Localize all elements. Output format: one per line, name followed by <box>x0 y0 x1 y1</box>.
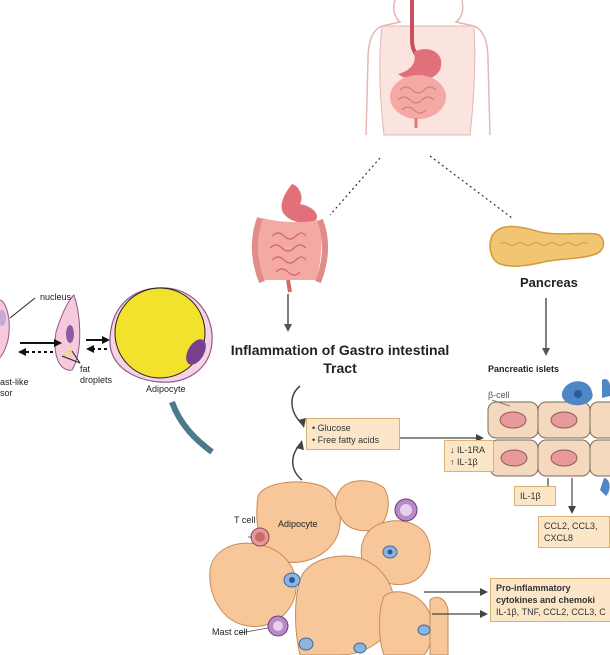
nutrient-flow-arrows <box>291 385 484 481</box>
label-adipocyte-tissue: Adipocyte <box>278 519 318 529</box>
label-precursor: ast-like sor <box>0 377 29 398</box>
arrow-pancreas-down <box>542 298 550 356</box>
proinflammatory-title: Pro-inflammatory cytokines and chemoki <box>496 583 596 605</box>
label-adipocyte-cell: Adipocyte <box>146 384 186 394</box>
adipocyte-cell-icon <box>109 287 213 383</box>
connector-body-pancreas <box>429 155 513 219</box>
il1b-change: ↑ IL-1β <box>450 457 478 467</box>
il1ra-change: ↓ IL-1RA <box>450 445 486 455</box>
preadipocyte-cells <box>0 294 81 371</box>
label-mast-cell: Mast cell <box>212 627 248 637</box>
gi-tract-icon <box>251 184 329 293</box>
connector-body-gut <box>329 157 381 216</box>
label-pancreas: Pancreas <box>520 275 578 290</box>
arrow-gut-down <box>284 294 292 332</box>
il1b-box: IL-1β <box>514 486 556 506</box>
pancreatic-islet-cells <box>487 379 610 514</box>
nutrients-box: • Glucose • Free fatty acids <box>306 418 400 450</box>
cytokine-output-arrows <box>424 588 488 618</box>
label-nucleus: nucleus <box>40 292 72 302</box>
islet-chemokines-box: CCL2, CCL3, CXCL8 <box>538 516 610 548</box>
nutrient-glucose: • Glucose <box>312 423 351 433</box>
label-inflammation-title: Inflammation of Gastro intestinal Tract <box>230 342 450 376</box>
pancreas-icon <box>489 225 605 267</box>
proinflammatory-list: IL-1β, TNF, CCL2, CCL3, C <box>496 607 606 617</box>
adipose-tissue <box>209 480 449 655</box>
label-beta-cell: β-cell <box>488 390 510 400</box>
differentiation-arrows <box>18 336 110 356</box>
label-pancreatic-islets: Pancreatic islets <box>488 364 560 374</box>
label-fat-droplets: fat droplets <box>80 364 113 385</box>
label-t-cell: T cell <box>234 515 256 525</box>
proinflammatory-box: Pro-inflammatory cytokines and chemoki I… <box>490 578 610 622</box>
feedback-arc <box>169 400 214 455</box>
nutrient-fatty-acids: • Free fatty acids <box>312 435 380 445</box>
il1-changes-box: ↓ IL-1RA ↑ IL-1β <box>444 440 494 472</box>
human-body-icon <box>365 0 491 136</box>
